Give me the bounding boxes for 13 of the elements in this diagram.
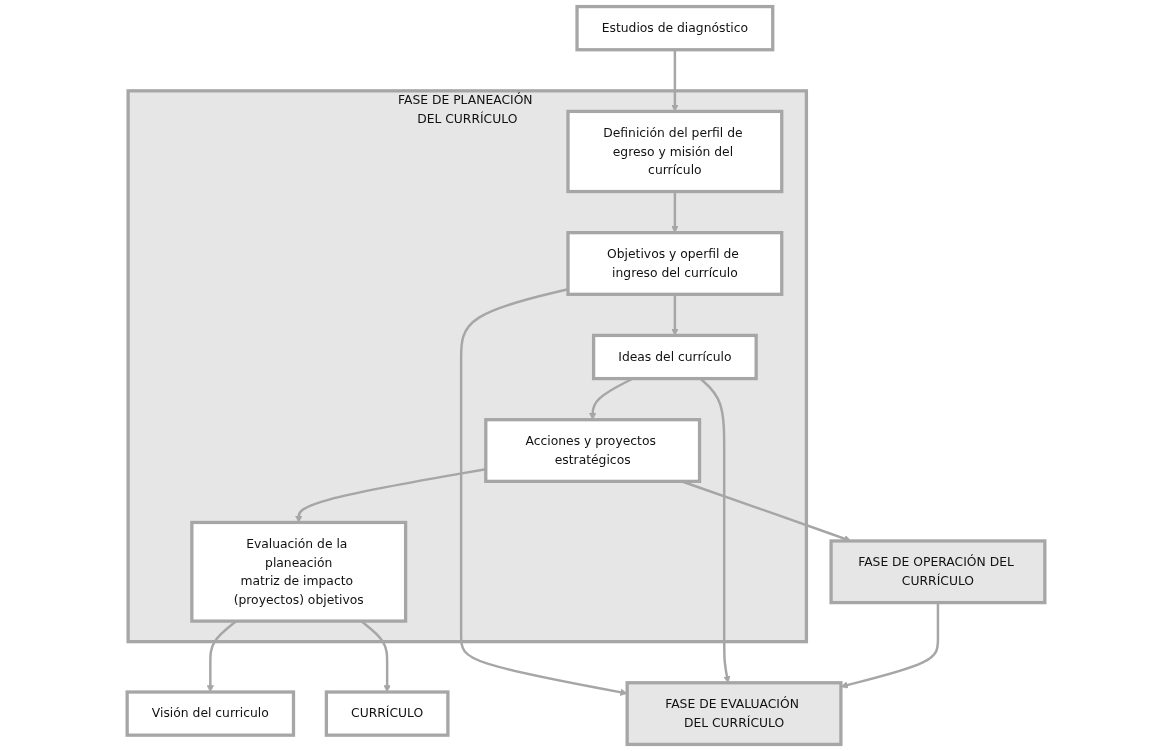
arrow — [671, 294, 679, 336]
node-box: Evaluación de la planeación matriz de impacto (proyectos) objetivos — [190, 520, 408, 623]
arrow — [671, 49, 679, 112]
node-box: Objetivos y operfil de ingreso del currículo — [566, 231, 784, 296]
node-box: Acciones y proyectos estratégicos — [484, 418, 702, 483]
arrow — [671, 191, 679, 233]
node-box: CURRÍCULO — [324, 690, 450, 737]
node-box: FASE DE OPERACIÓN DEL CURRÍCULO — [829, 539, 1047, 605]
node-box: Visión del curriculo — [125, 690, 296, 737]
node-box: Ideas del currículo — [591, 333, 758, 381]
node-box: FASE DE EVALUACIÓN DEL CURRÍCULO — [625, 681, 843, 747]
node-box: Definición del perfil de egreso y misión del currículo — [566, 109, 784, 194]
node-box: Estudios de diagnóstico — [575, 4, 775, 52]
